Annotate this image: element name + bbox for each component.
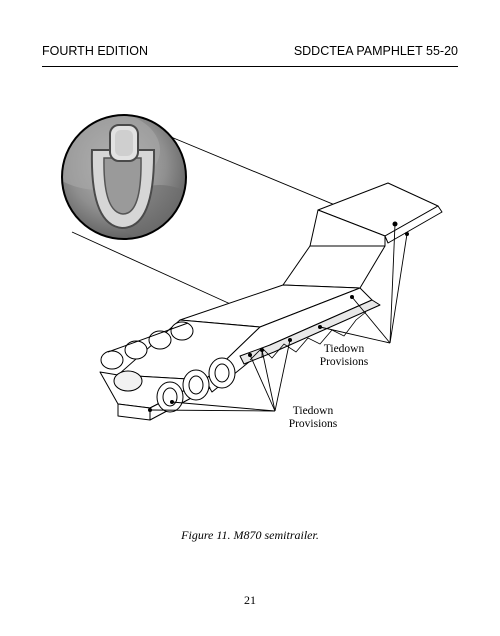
pamphlet-label: SDDCTEA PAMPHLET 55-20 — [293, 44, 458, 58]
tiedown-label-lower-line2: Provisions — [288, 418, 338, 430]
tiedown-label-upper: Tiedown Provisions — [309, 343, 379, 369]
upper-callout-leaders — [319, 223, 408, 344]
rear-wheels-upper — [100, 321, 194, 370]
page-header: FOURTH EDITION SDDCTEA PAMPHLET 55-20 — [42, 44, 458, 67]
figure-caption: Figure 11. M870 semitrailer. — [181, 528, 319, 542]
lower-callout-leaders — [149, 339, 291, 412]
page-number: 21 — [244, 593, 256, 607]
tiedown-label-lower: Tiedown Provisions — [278, 405, 348, 431]
d-ring-inset-photo — [61, 114, 187, 240]
rear-wheels-lower — [113, 357, 236, 413]
tiedown-label-upper-line2: Provisions — [319, 356, 369, 368]
tiedown-label-lower-line1: Tiedown — [292, 405, 334, 417]
edition-label: FOURTH EDITION — [42, 44, 149, 58]
tiedown-label-upper-line1: Tiedown — [323, 343, 365, 355]
